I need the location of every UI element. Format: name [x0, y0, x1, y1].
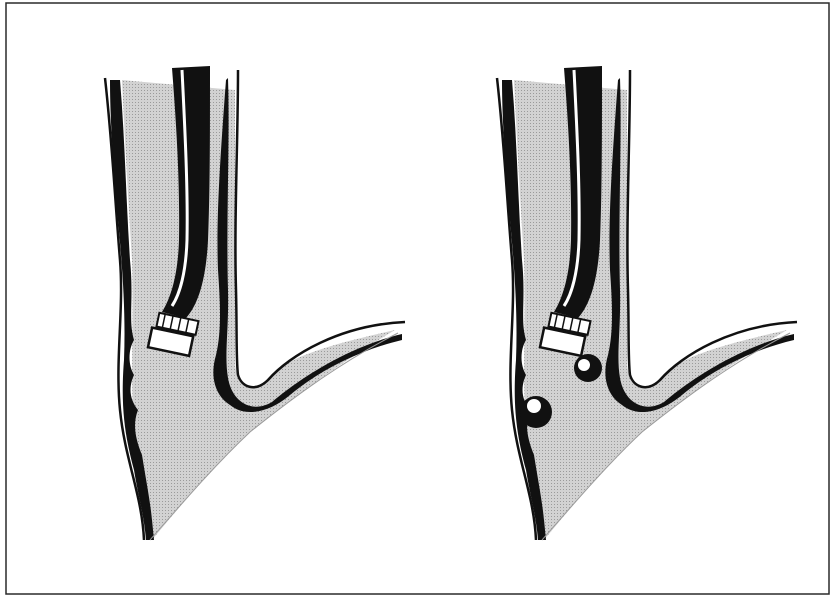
particle-lower: [520, 396, 552, 428]
particle-upper: [574, 354, 602, 382]
